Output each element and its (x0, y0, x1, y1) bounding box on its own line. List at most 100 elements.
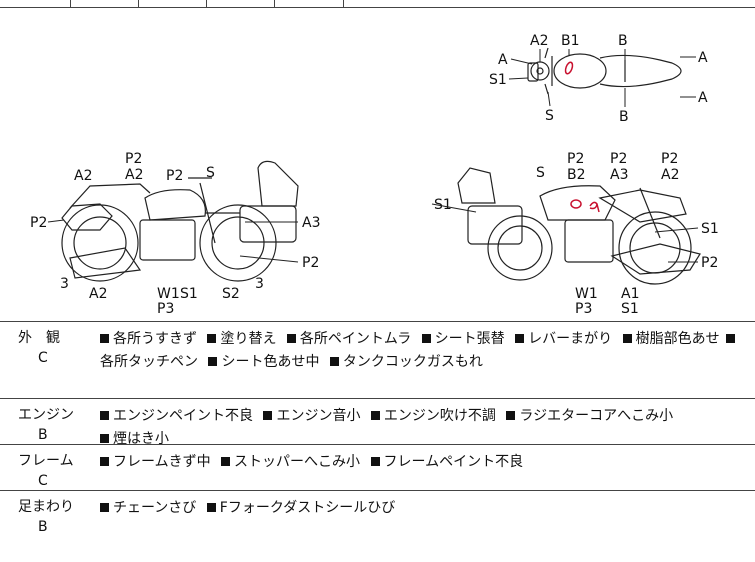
diagram-label: 3 (255, 276, 264, 292)
handwritten-marks (564, 61, 600, 213)
diagram-label: S1 (701, 221, 719, 237)
diagram-label: P2 (610, 151, 627, 167)
top-view-motorcycle (527, 47, 682, 95)
bullet-square-icon (207, 334, 217, 343)
section-items: 各所うすきず 塗り替え 各所ペイントムラ シート張替 レバーまがり 樹脂部色あせ… (100, 328, 750, 374)
section-items: チェーンさび Fフォークダストシールひび (100, 497, 750, 520)
diagram-label: P2 (701, 255, 718, 271)
diagram-label: A3 (610, 167, 628, 183)
diagram-label: A2 (125, 167, 143, 183)
list-item: シート張替 (421, 331, 505, 347)
damage-diagram: A2 B1 B A A S1 S B A P2 A2 P2 S A2 P2 A3… (0, 8, 755, 321)
bullet-square-icon (100, 503, 109, 512)
bullet-square-icon (725, 334, 735, 343)
diagram-label: P2 (30, 215, 47, 231)
category-name: 外 観 (18, 330, 60, 346)
section-engine: エンジン B エンジンペイント不良 エンジン音小 エンジン吹け不調 ラジエターコ… (0, 398, 755, 447)
diagram-label: P2 (567, 151, 584, 167)
diagram-label: S1 (180, 286, 198, 302)
section-category: 外 観 C (18, 328, 82, 368)
list-item: エンジンペイント不良 (100, 408, 253, 424)
section-items: エンジンペイント不良 エンジン音小 エンジン吹け不調 ラジエターコアへこみ小 煙… (100, 405, 750, 451)
list-item: フレームペイント不良 (370, 454, 523, 470)
category-grade: C (38, 350, 48, 366)
diagram-label: S1 (434, 197, 452, 213)
motorcycle-diagram-svg: A2 B1 B A A S1 S B A P2 A2 P2 S A2 P2 A3… (30, 33, 719, 317)
bullet-square-icon (286, 334, 296, 343)
list-item: 樹脂部色あせ (622, 331, 720, 347)
bullet-square-icon (208, 357, 218, 366)
list-item: チェーンさび (100, 500, 196, 516)
bullet-square-icon (622, 334, 632, 343)
category-grade: C (38, 473, 48, 489)
leader-lines (47, 49, 699, 263)
list-item: タンクコックガスもれ (329, 354, 483, 370)
bullet-square-icon (100, 411, 109, 420)
bullet-square-icon (506, 411, 516, 420)
diagram-label: P2 (302, 255, 319, 271)
list-item: 各所ペイントムラ (286, 331, 411, 347)
list-item: シート色あせ中 (208, 354, 319, 370)
section-category: 足まわり B (18, 497, 82, 537)
diagram-label: S2 (222, 286, 240, 302)
bullet-square-icon (221, 457, 231, 466)
diagram-label: S (206, 165, 215, 181)
diagram-label: A2 (661, 167, 679, 183)
list-item: 各所うすきず (100, 331, 197, 347)
category-name: 足まわり (18, 499, 74, 515)
diagram-label: S1 (489, 72, 507, 88)
bullet-square-icon (263, 411, 273, 420)
list-item: 各所タッチペン (100, 354, 198, 370)
list-item: 塗り替え (207, 331, 276, 347)
category-name: フレーム (18, 453, 74, 469)
bullet-square-icon (100, 457, 109, 466)
left-view-motorcycle (61, 160, 299, 282)
category-name: エンジン (18, 407, 74, 423)
list-item: フレームきず中 (100, 454, 211, 470)
section-category: フレーム C (18, 451, 82, 491)
diagram-label: 3 (60, 276, 69, 292)
list-item: ラジエターコアへこみ小 (506, 408, 673, 424)
diagram-label: P3 (157, 301, 174, 317)
diagram-label: A (698, 90, 708, 106)
diagram-label: A2 (74, 168, 92, 184)
diagram-label: S1 (621, 301, 639, 317)
previous-table-strip (0, 0, 755, 8)
diagram-label: B2 (567, 167, 586, 183)
diagram-label: A1 (621, 286, 639, 302)
bullet-square-icon (100, 434, 109, 443)
section-exterior: 外 観 C 各所うすきず 塗り替え 各所ペイントムラ シート張替 レバーまがり … (0, 321, 755, 399)
diagram-label: P2 (125, 151, 142, 167)
category-grade: B (38, 519, 48, 535)
section-suspension: 足まわり B チェーンさび Fフォークダストシールひび (0, 490, 755, 562)
diagram-label: A (498, 52, 508, 68)
bullet-square-icon (100, 334, 109, 343)
diagram-label: B (618, 33, 628, 49)
diagram-label: B (619, 109, 629, 125)
diagram-labels: A2 B1 B A A S1 S B A P2 A2 P2 S A2 P2 A3… (30, 33, 719, 317)
section-category: エンジン B (18, 405, 82, 445)
right-view-motorcycle (457, 167, 701, 285)
diagram-label: P3 (575, 301, 592, 317)
diagram-label: P2 (661, 151, 678, 167)
list-item: エンジン音小 (263, 408, 360, 424)
list-item: ストッパーへこみ小 (221, 454, 360, 470)
diagram-label: P2 (166, 168, 183, 184)
bullet-square-icon (515, 334, 525, 343)
diagram-label: A3 (302, 215, 320, 231)
diagram-label: W1 (157, 286, 180, 302)
diagram-label: A2 (530, 33, 548, 49)
list-item: レバーまがり (515, 331, 612, 347)
bullet-square-icon (206, 503, 216, 512)
section-frame: フレーム C フレームきず中 ストッパーへこみ小 フレームペイント不良 (0, 444, 755, 491)
top-border (0, 7, 755, 8)
list-item: エンジン吹け不調 (370, 408, 496, 424)
diagram-label: A (698, 50, 708, 66)
section-items: フレームきず中 ストッパーへこみ小 フレームペイント不良 (100, 451, 750, 474)
diagram-label: A2 (89, 286, 107, 302)
list-item: 煙はき小 (100, 431, 169, 447)
list-item: Fフォークダストシールひび (206, 500, 395, 516)
bullet-square-icon (421, 334, 431, 343)
bullet-square-icon (370, 457, 380, 466)
diagram-label: S (536, 165, 545, 181)
